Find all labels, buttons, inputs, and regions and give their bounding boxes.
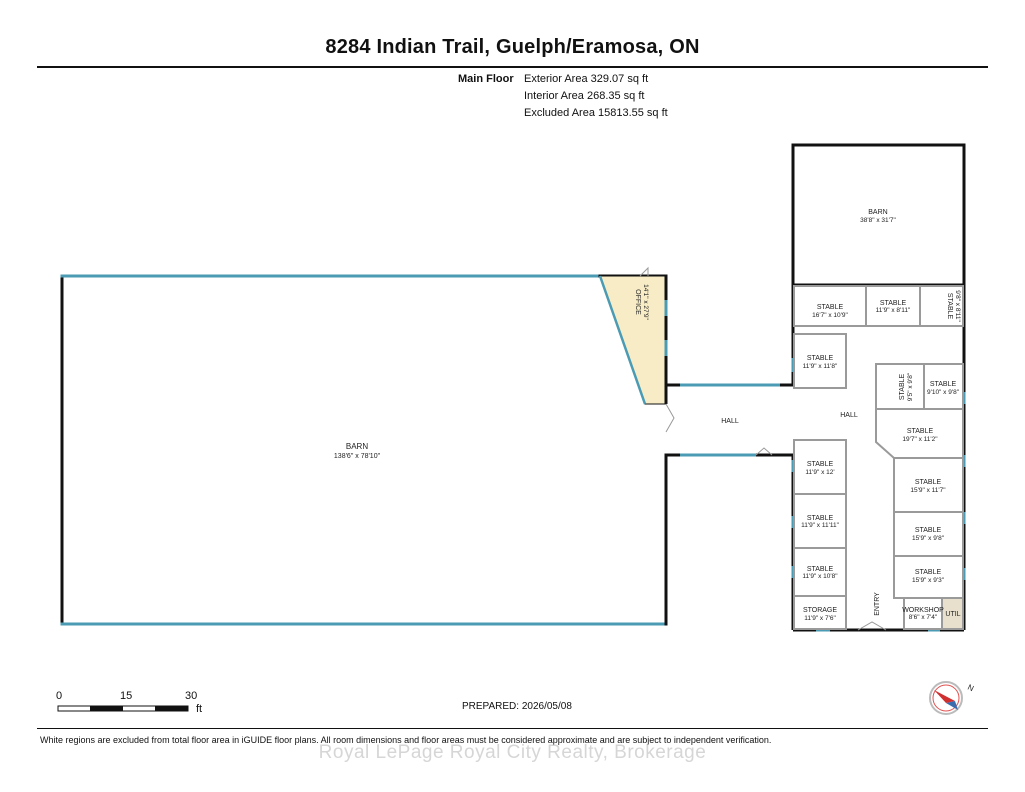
scale-unit: ft bbox=[196, 703, 203, 715]
page-title: 8284 Indian Trail, Guelph/Eramosa, ON bbox=[325, 36, 700, 58]
watermark-text: Royal LePage Royal City Realty, Brokerag… bbox=[318, 742, 707, 763]
scale-label-15: 15 bbox=[120, 690, 133, 702]
stable-9-dim: 15'9" x 11'7" bbox=[910, 487, 946, 494]
compass-icon: N bbox=[929, 681, 975, 715]
stable-10-name: STABLE bbox=[807, 515, 834, 522]
scale-label-30: 30 bbox=[185, 690, 198, 702]
office-dim: 14'1" x 27'9" bbox=[642, 284, 649, 320]
workshop-name: WORKSHOP bbox=[902, 607, 944, 614]
stable-5-dim: 9'5" x 9'8" bbox=[907, 372, 914, 401]
stable-2-name: STABLE bbox=[880, 300, 907, 307]
entry-door-icon bbox=[857, 621, 887, 631]
prepared-date: PREPARED: 2026/05/08 bbox=[462, 701, 572, 712]
stable-12-name: STABLE bbox=[807, 566, 834, 573]
disclaimer-text: White regions are excluded from total fl… bbox=[40, 735, 772, 745]
storage-name: STORAGE bbox=[803, 607, 837, 614]
stable-13-name: STABLE bbox=[915, 569, 942, 576]
stable-1-dim: 16'7" x 10'9" bbox=[812, 312, 848, 319]
stable-6-dim: 9'10" x 9'8" bbox=[927, 389, 960, 396]
stable-5-name: STABLE bbox=[899, 374, 906, 401]
excluded-area: Excluded Area 15813.55 sq ft bbox=[524, 107, 668, 119]
stable-9-name: STABLE bbox=[915, 479, 942, 486]
hall-connector-walls bbox=[665, 383, 793, 457]
stable-4-name: STABLE bbox=[807, 355, 834, 362]
floor-label: Main Floor bbox=[458, 73, 514, 85]
entry-name: ENTRY bbox=[874, 592, 881, 616]
util-name: UTIL bbox=[945, 611, 960, 618]
storage-dim: 11'9" x 7'6" bbox=[804, 615, 836, 622]
stable-8-name: STABLE bbox=[807, 461, 834, 468]
office-area bbox=[599, 275, 667, 405]
util-room bbox=[941, 597, 964, 630]
north-barn-name: BARN bbox=[868, 209, 887, 216]
stable-10-dim: 11'9" x 11'11" bbox=[801, 522, 840, 529]
stable-8-dim: 11'9" x 12' bbox=[805, 469, 834, 476]
big-barn-dim: 138'6" x 78'10" bbox=[334, 453, 381, 460]
exterior-area: Exterior Area 329.07 sq ft bbox=[524, 73, 649, 85]
stable-4-dim: 11'9" x 11'8" bbox=[803, 363, 838, 370]
footer-divider bbox=[37, 728, 988, 729]
hall-east-name: HALL bbox=[840, 412, 858, 419]
stable-2-dim: 11'9" x 8'11" bbox=[876, 307, 911, 314]
big-barn-name: BARN bbox=[346, 442, 368, 451]
stable-12-dim: 11'9" x 10'8" bbox=[802, 573, 838, 580]
scale-bar bbox=[57, 705, 189, 712]
stable-1-name: STABLE bbox=[817, 304, 844, 311]
stable-3-dim: 9'8" x 8'11" bbox=[954, 290, 961, 322]
interior-area: Interior Area 268.35 sq ft bbox=[524, 90, 645, 102]
office-door-icon bbox=[639, 266, 649, 277]
workshop-dim: 8'6" x 7'4" bbox=[909, 614, 938, 621]
compass-north-label: N bbox=[966, 683, 975, 694]
stable-11-name: STABLE bbox=[915, 527, 942, 534]
stable-3-name: STABLE bbox=[946, 293, 953, 320]
north-barn-dim: 38'8" x 31'7" bbox=[860, 217, 896, 224]
hall-west-name: HALL bbox=[721, 418, 739, 425]
stable-11-dim: 15'9" x 9'8" bbox=[912, 535, 945, 542]
stable-6-name: STABLE bbox=[930, 381, 957, 388]
office-name: OFFICE bbox=[634, 289, 641, 315]
stable-7-dim: 19'7" x 11'2" bbox=[902, 436, 938, 443]
interior-partitions bbox=[793, 285, 964, 630]
scale-label-0: 0 bbox=[56, 690, 63, 702]
stable-13-dim: 15'9" x 9'3" bbox=[912, 577, 945, 584]
header-divider bbox=[37, 66, 988, 68]
stable-7-name: STABLE bbox=[907, 428, 934, 435]
